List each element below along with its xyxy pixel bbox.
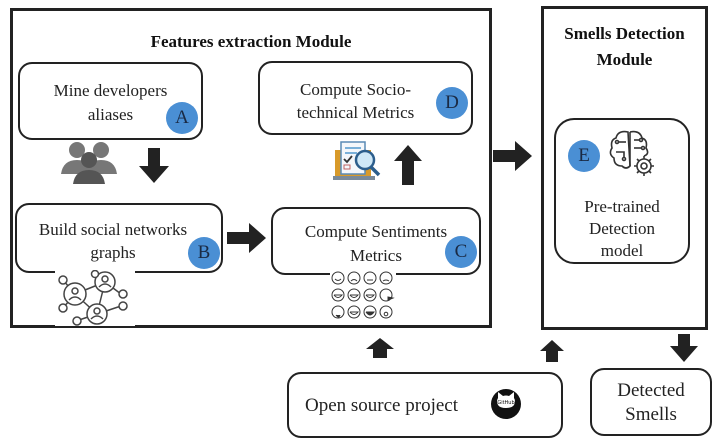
social-network-icon xyxy=(55,270,135,326)
step-d-socio-technical: Compute Socio- technical Metrics D xyxy=(258,61,473,135)
badge-e: E xyxy=(568,140,600,172)
features-module-title: Features extraction Module xyxy=(150,32,352,51)
step-c-label-line2: Metrics xyxy=(350,246,402,265)
step-e-label-line2: Detection xyxy=(588,219,656,238)
detection-module-title-line1: Smells Detection xyxy=(564,24,685,43)
step-e-label-line1: Pre-trained xyxy=(584,197,660,216)
open-source-project-label: Open source project xyxy=(305,395,458,416)
arrow-c-to-d xyxy=(393,145,423,185)
github-icon: GitHub xyxy=(489,388,523,424)
step-a-label-line1: Mine developers xyxy=(53,81,168,100)
detected-smells-box: Detected Smells xyxy=(590,368,712,436)
badge-c: C xyxy=(445,236,477,268)
arrow-detection-to-output xyxy=(670,334,698,362)
svg-text:GitHub: GitHub xyxy=(497,400,514,406)
step-b-social-graphs: Build social networks graphs B xyxy=(15,203,223,273)
step-d-label-line2: technical Metrics xyxy=(296,103,415,122)
step-b-label-line1: Build social networks xyxy=(38,220,188,239)
step-c-sentiments: Compute Sentiments Metrics C xyxy=(271,207,481,275)
badge-b: B xyxy=(188,237,220,269)
step-a-mine-aliases: Mine developers aliases A xyxy=(18,62,203,140)
arrow-project-to-features xyxy=(366,338,394,358)
arrow-b-to-c xyxy=(227,222,267,254)
step-e-label-line3: model xyxy=(600,241,644,260)
arrow-features-to-detection xyxy=(493,140,533,172)
step-b-label-line2: graphs xyxy=(90,243,136,262)
open-source-project-box: Open source project GitHub xyxy=(287,372,563,438)
step-c-label-line1: Compute Sentiments xyxy=(304,222,448,241)
detected-smells-line1: Detected xyxy=(617,380,685,401)
detection-module-title-line2: Module xyxy=(596,50,653,69)
emoji-grid-icon xyxy=(330,270,396,322)
step-d-label-line1: Compute Socio- xyxy=(300,80,411,99)
report-magnifier-icon xyxy=(333,140,391,182)
arrow-a-to-b xyxy=(138,148,170,184)
step-a-label-line2: aliases xyxy=(87,105,134,124)
arrow-project-to-detection xyxy=(540,340,564,362)
brain-gear-icon xyxy=(608,128,656,178)
badge-a: A xyxy=(166,102,198,134)
badge-d: D xyxy=(436,87,468,119)
detected-smells-line2: Smells xyxy=(625,404,677,425)
people-group-icon xyxy=(55,140,123,184)
step-e-detection-model: E Pre-trained Detection model xyxy=(554,118,690,264)
